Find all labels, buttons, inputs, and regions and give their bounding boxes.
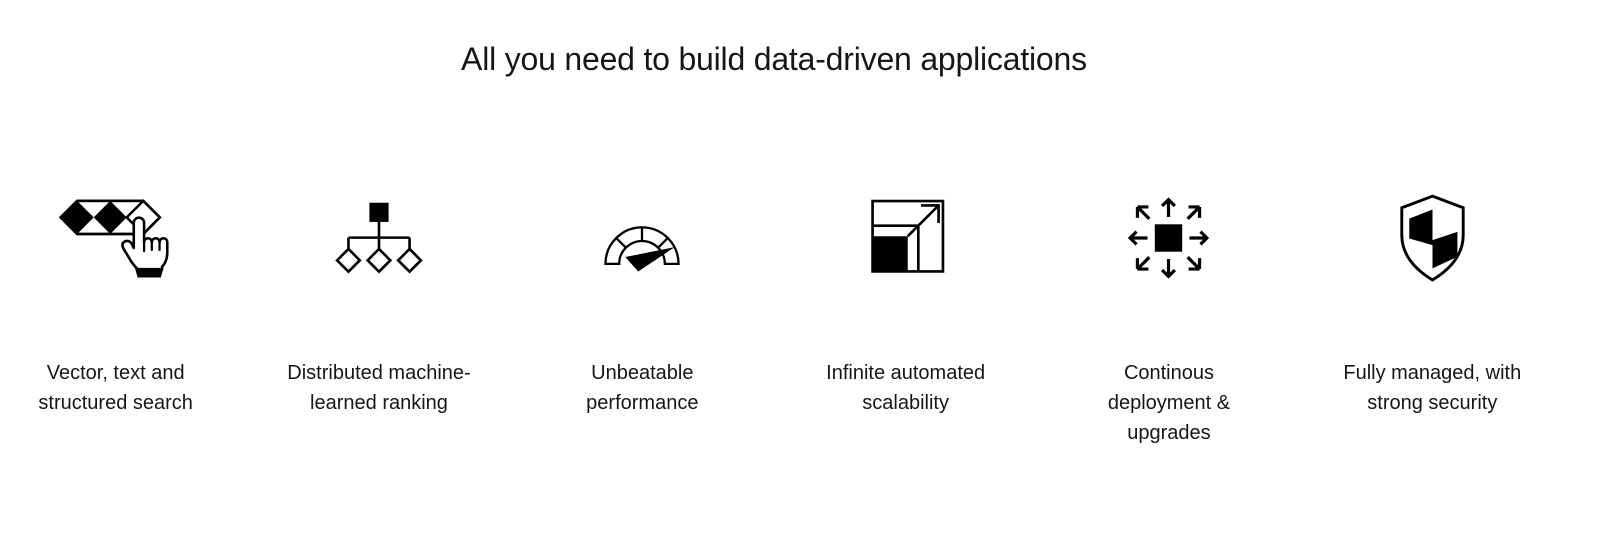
feature-label-line: performance (586, 392, 699, 414)
feature-label-line: deployment & (1107, 392, 1231, 414)
feature-label-line: Unbeatable (591, 362, 694, 384)
feature-label-line: Continous (1123, 362, 1214, 384)
feature-label-line: structured search (38, 392, 193, 414)
feature-label-line: strong security (1367, 392, 1498, 414)
section-title: All you need to build data-driven applic… (461, 41, 1087, 77)
feature-label: Fully managed, with strong security (1343, 358, 1521, 418)
feature-row: Vector, text and structured search Distr… (0, 188, 1564, 448)
feature-card-vector-search: Vector, text and structured search (0, 188, 247, 448)
feature-label-line: upgrades (1127, 422, 1211, 444)
feature-label-line: Distributed machine- (287, 362, 471, 384)
feature-card-deployment: Continous deployment & upgrades (1037, 188, 1300, 448)
deployment-arrows-icon (1121, 188, 1216, 288)
feature-label: Continous deployment & upgrades (1108, 358, 1230, 448)
scalability-expand-icon (862, 188, 950, 288)
feature-card-scalability: Infinite automated scalability (774, 188, 1037, 448)
feature-label-line: Vector, text and (46, 362, 185, 384)
feature-card-performance: Unbeatable performance (511, 188, 774, 448)
feature-label-line: Infinite automated (826, 362, 986, 384)
feature-label-line: Fully managed, with (1343, 362, 1522, 384)
feature-card-ranking: Distributed machine- learned ranking (247, 188, 510, 448)
feature-label: Vector, text and structured search (38, 358, 193, 418)
feature-card-security: Fully managed, with strong security (1301, 188, 1564, 448)
vector-search-tap-icon (54, 188, 178, 288)
feature-label: Unbeatable performance (586, 358, 698, 418)
security-shield-icon (1391, 188, 1474, 288)
feature-label: Infinite automated scalability (826, 358, 985, 418)
feature-label-line: learned ranking (310, 392, 448, 414)
feature-label: Distributed machine- learned ranking (287, 358, 470, 418)
performance-gauge-icon (596, 188, 688, 288)
ranking-tree-icon (331, 188, 427, 288)
feature-label-line: scalability (862, 392, 949, 414)
